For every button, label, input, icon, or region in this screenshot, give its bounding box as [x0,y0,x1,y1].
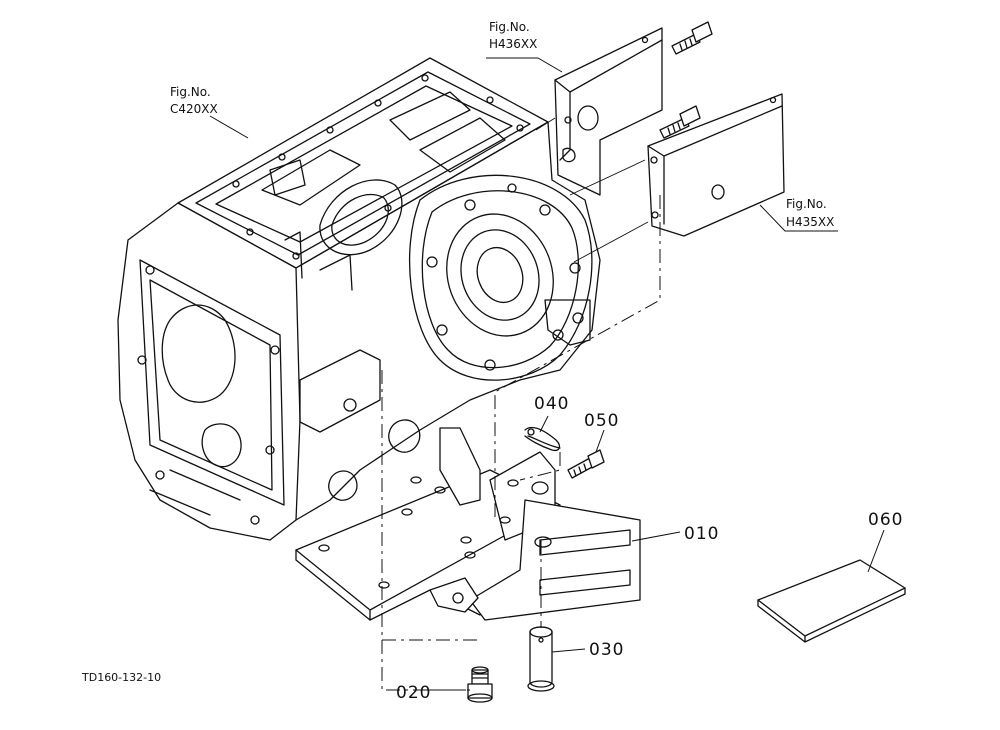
fig-ref-h436-title: Fig.No. [489,20,530,34]
part-label-040: 040 [534,394,569,414]
part-label-010: 010 [684,524,719,544]
snap-pin-040 [524,426,561,452]
pin-030 [527,626,555,692]
fig-ref-h435-title: Fig.No. [786,197,827,211]
side-plate-h436 [554,21,713,196]
side-plate-h435 [647,93,785,237]
fig-ref-h436-code: H436XX [489,37,537,51]
bolt-020 [467,666,493,703]
plate-060 [757,559,906,643]
bracket-010 [295,427,641,621]
part-label-060: 060 [868,510,903,530]
part-label-020: 020 [396,683,431,703]
part-label-030: 030 [589,640,624,660]
drawing-code: TD160-132-10 [81,671,161,684]
fig-ref-c420-code: C420XX [170,102,218,116]
fig-ref-c420-title: Fig.No. [170,85,211,99]
transmission-case [117,57,601,541]
part-label-050: 050 [584,411,619,431]
label-leaders [209,57,885,691]
fig-ref-h435-code: H435XX [786,215,834,229]
bolt-050 [567,449,605,479]
